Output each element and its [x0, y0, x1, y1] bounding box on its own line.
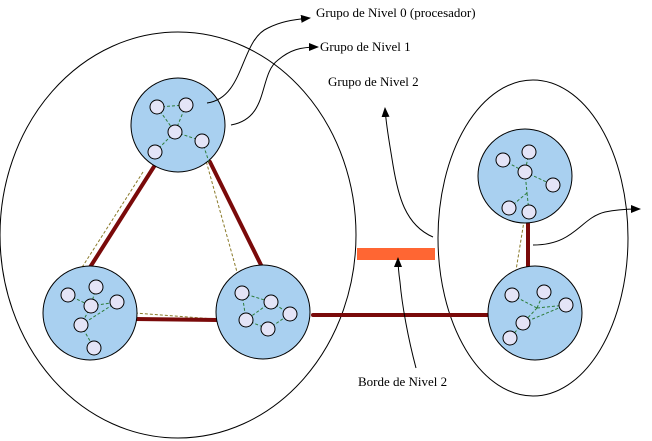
processor-node	[504, 287, 520, 303]
arrow-right-out	[532, 205, 641, 246]
arrow-level2	[381, 107, 434, 238]
arrow-level1	[230, 43, 319, 126]
label-border: Borde de Nivel 2	[358, 374, 447, 389]
group-level2-left	[0, 31, 357, 439]
processor-node	[86, 340, 102, 356]
processor-node	[521, 204, 537, 220]
processor-node	[545, 177, 561, 193]
processor-node	[234, 285, 250, 301]
processor-node	[260, 321, 276, 337]
processor-node	[238, 312, 254, 328]
processor-node	[501, 200, 517, 216]
processor-node	[83, 298, 99, 314]
processor-node	[517, 164, 533, 180]
processor-node	[149, 99, 165, 115]
processor-node	[536, 284, 552, 300]
processor-node	[167, 124, 183, 140]
processor-node	[282, 306, 298, 322]
processor-node	[521, 144, 537, 160]
cluster-right-bottom	[487, 265, 583, 361]
processor-node	[558, 297, 574, 313]
processor-node	[502, 330, 518, 346]
arrow-level0	[206, 14, 311, 104]
label-level1: Grupo de Nivel 1	[320, 39, 411, 54]
processor-node	[515, 315, 531, 331]
processor-node	[60, 287, 76, 303]
level2-border-bar	[357, 248, 435, 260]
group-level2-right	[437, 79, 629, 397]
processor-node	[88, 279, 104, 295]
processor-nodes	[60, 97, 574, 356]
processor-node	[109, 294, 125, 310]
arrow-border	[394, 257, 417, 369]
processor-node	[147, 144, 163, 160]
processor-node	[178, 97, 194, 113]
level1-links	[85, 160, 530, 322]
label-level2: Grupo de Nivel 2	[328, 74, 419, 89]
label-level0: Grupo de Nivel 0 (procesador)	[316, 5, 476, 20]
processor-node	[194, 133, 210, 149]
processor-node	[73, 317, 89, 333]
processor-node	[495, 152, 511, 168]
processor-node	[263, 294, 279, 310]
callout-arrows	[206, 14, 641, 369]
